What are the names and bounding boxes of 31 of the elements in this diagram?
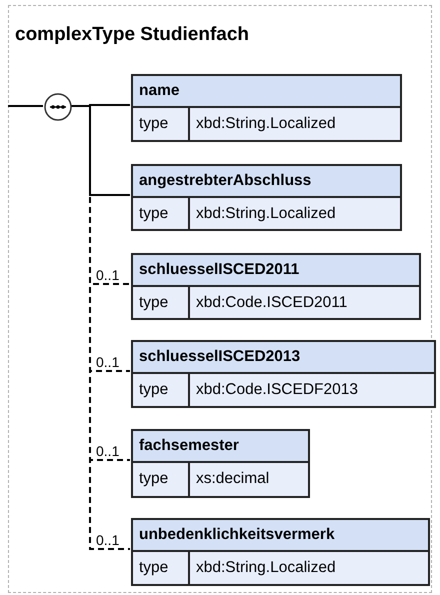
type-value: xs:decimal	[195, 469, 270, 489]
element-box	[131, 164, 402, 231]
type-label: type	[133, 108, 190, 140]
sequence-circle	[44, 93, 72, 121]
element-name: angestrebterAbschluss	[133, 166, 400, 198]
element-box	[131, 340, 436, 408]
type-label: type	[133, 287, 190, 318]
element-name: name	[133, 76, 400, 108]
type-label: type	[133, 198, 190, 229]
type-value: xbd:String.Localized	[195, 558, 337, 578]
element-box	[131, 518, 430, 586]
cardinality-label: 0..1	[96, 354, 120, 370]
element-box	[131, 429, 310, 498]
cardinality-label: 0..1	[96, 267, 120, 283]
element-name: fachsemester	[133, 431, 308, 463]
cardinality-label: 0..1	[96, 532, 120, 548]
element-name: schluesselISCED2011	[133, 255, 419, 287]
type-label: type	[133, 374, 190, 406]
type-label: type	[133, 552, 190, 584]
type-heading: complexType Studienfach	[15, 24, 250, 46]
type-value: xbd:String.Localized	[195, 204, 337, 224]
element-box	[131, 74, 402, 142]
element-box	[131, 253, 421, 320]
type-label: type	[133, 463, 190, 496]
element-name: unbedenklichkeitsvermerk	[133, 520, 428, 552]
cardinality-label: 0..1	[96, 443, 120, 459]
type-value: xbd:Code.ISCEDF2013	[195, 380, 359, 400]
connector-line	[8, 105, 43, 107]
type-value: xbd:String.Localized	[195, 114, 337, 134]
type-value: xbd:Code.ISCED2011	[195, 293, 348, 313]
element-name: schluesselISCED2013	[133, 342, 434, 374]
